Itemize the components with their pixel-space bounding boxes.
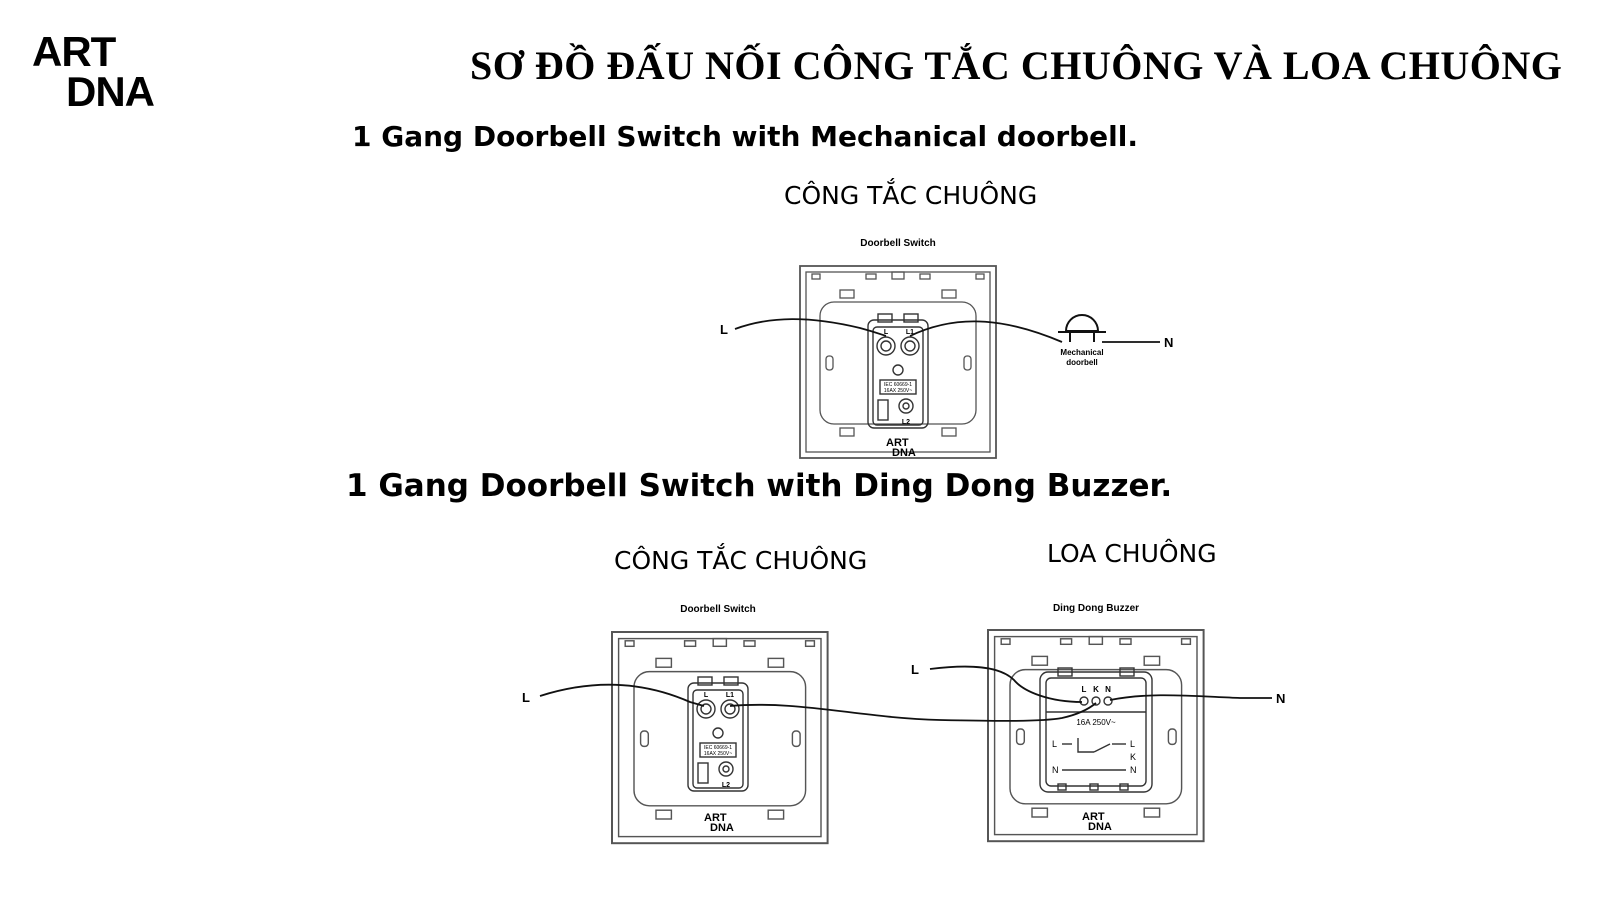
buzzer-terminal-n: N — [1105, 685, 1111, 694]
section2-switch-brand-1: ART — [704, 812, 727, 824]
section1-doorbell-label-1: Mechanical — [1060, 348, 1103, 357]
section1-switch-mechanism: L L1 L2 IEC 60669-1 16AX 250V~ — [867, 313, 929, 429]
section2-wire-l-switch-label: L — [522, 690, 530, 705]
section2-heading: 1 Gang Doorbell Switch with Ding Dong Bu… — [346, 468, 1173, 504]
section1-brand-1: ART — [886, 437, 909, 449]
section1-wire-n-label: N — [1164, 335, 1173, 350]
section1-heading: 1 Gang Doorbell Switch with Mechanical d… — [352, 120, 1138, 153]
section1-rating-1: IEC 60669-1 — [884, 382, 912, 388]
section1-wire-l-label: L — [720, 322, 728, 337]
buzzer-diagram-right-n: N — [1130, 765, 1137, 775]
section2-terminal-l: L — [704, 692, 709, 699]
section2-wire-neutral — [1109, 694, 1272, 701]
section2-wire-buzzer-line — [929, 665, 1083, 703]
section1-terminal-l: L — [884, 329, 889, 336]
section2-wire-line-in — [539, 683, 705, 707]
section2-switch-mechanism: L L1 L2 IEC 60669-1 16AX 250V~ — [687, 676, 749, 792]
section2-buzzer-caption: LOA CHUÔNG — [1047, 539, 1217, 568]
section1-wire-switch-to-bell — [909, 320, 1063, 343]
section2-rating-1: IEC 60669-1 — [704, 745, 732, 751]
section1-terminal-l2: L2 — [902, 419, 910, 426]
section2-wire-n-label: N — [1276, 691, 1285, 706]
section2-buzzer-module — [1039, 667, 1153, 793]
mechanical-doorbell-icon — [1058, 314, 1106, 342]
section1-doorbell-label-2: doorbell — [1066, 358, 1098, 367]
buzzer-diagram-left-l: L — [1052, 739, 1057, 749]
section1-switch-caption: CÔNG TẮC CHUÔNG — [784, 181, 1038, 210]
section2-buzzer-faceplate — [987, 629, 1205, 843]
section2-switch-brand-2: DNA — [710, 822, 734, 834]
section2-terminal-l1: L1 — [726, 692, 734, 699]
section2-buzzer-brand-2: DNA — [1088, 821, 1112, 833]
section1-switch-faceplate — [799, 265, 997, 459]
page-title: SƠ ĐỒ ĐẤU NỐI CÔNG TẮC CHUÔNG VÀ LOA CHU… — [470, 43, 1563, 88]
logo-line-1: ART — [32, 28, 117, 75]
buzzer-diagram-left-n: N — [1052, 765, 1059, 775]
section1-brand-2: DNA — [892, 447, 916, 459]
buzzer-terminal-l: L — [1082, 685, 1087, 694]
section1-wire-line — [734, 318, 887, 337]
section2-buzzer-label: Ding Dong Buzzer — [1053, 603, 1139, 614]
section1-device-label: Doorbell Switch — [860, 238, 936, 249]
section2-switch-label: Doorbell Switch — [680, 604, 756, 615]
buzzer-diagram-right-k: K — [1130, 752, 1136, 762]
section2-switch-caption: CÔNG TẮC CHUÔNG — [614, 546, 868, 575]
section2-buzzer-brand-1: ART — [1082, 811, 1105, 823]
section2-wire-l-buzzer-label: L — [911, 662, 919, 677]
section1-terminal-l1: L1 — [906, 329, 914, 336]
section2-terminal-l2: L2 — [722, 782, 730, 789]
buzzer-rating: 16A 250V~ — [1076, 718, 1116, 727]
section1-rating-2: 16AX 250V~ — [884, 388, 912, 394]
logo-line-2: DNA — [66, 68, 155, 110]
buzzer-diagram-right-l: L — [1130, 739, 1135, 749]
artdna-logo: ART DNA — [32, 28, 156, 110]
section2-wire-switch-to-buzzer — [729, 702, 1097, 722]
section2-rating-2: 16AX 250V~ — [704, 751, 732, 757]
buzzer-terminal-k: K — [1093, 685, 1099, 694]
